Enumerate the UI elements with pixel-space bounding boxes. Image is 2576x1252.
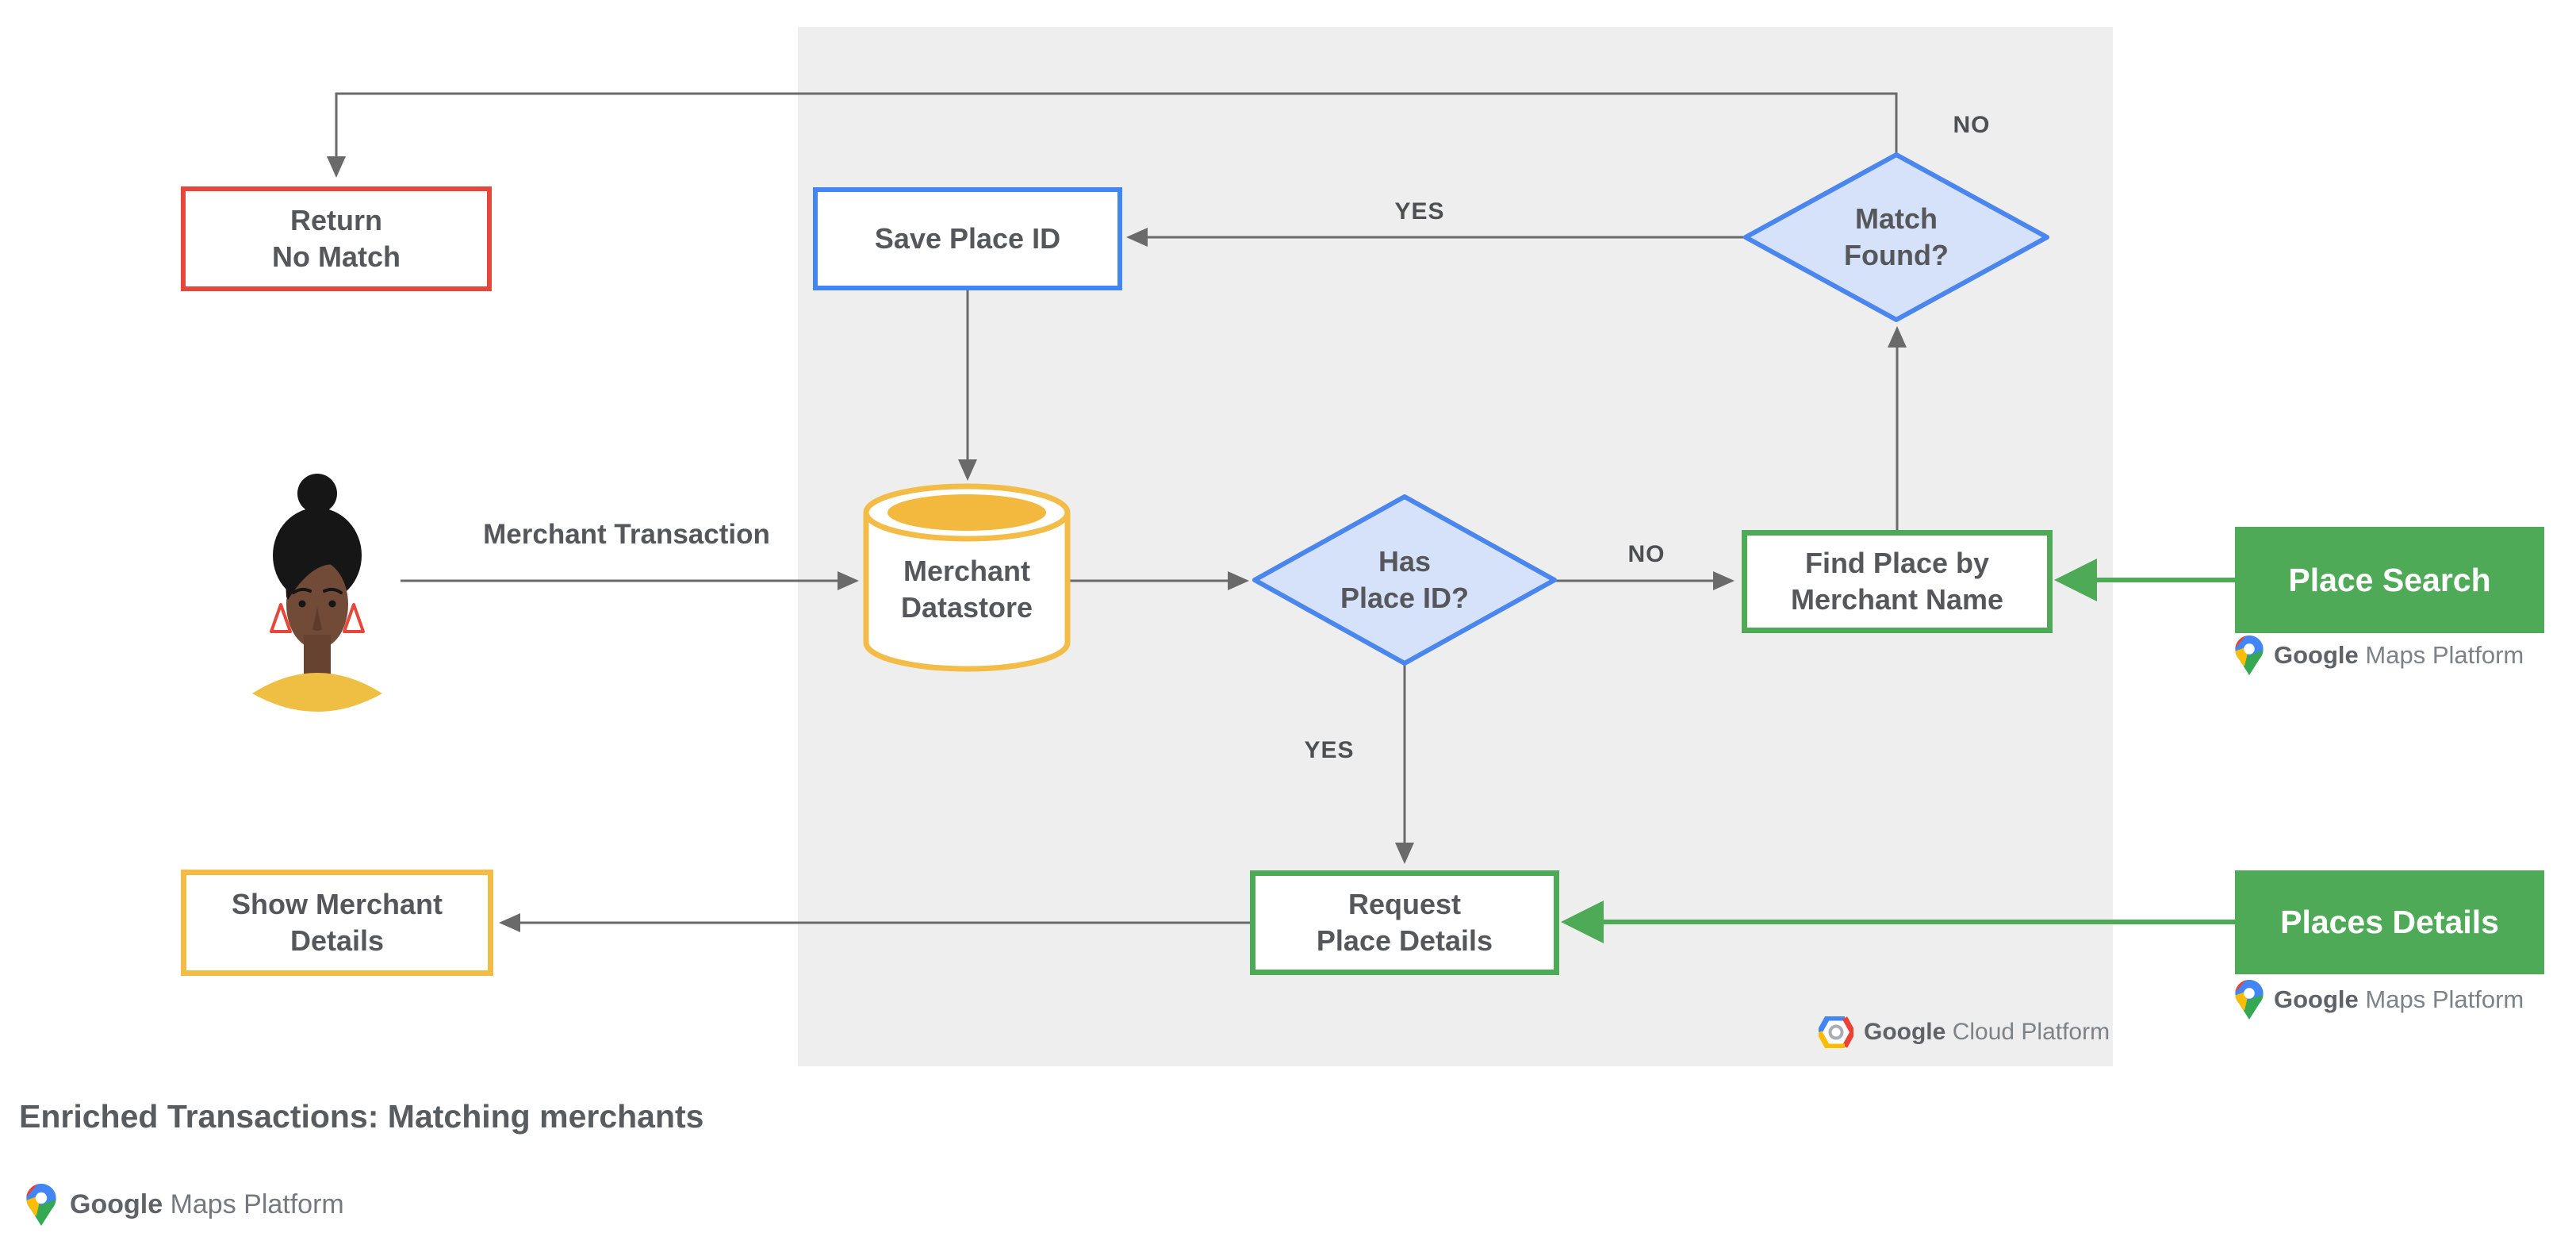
logo-product-text: Maps Platform	[2365, 641, 2524, 669]
logo-google-text: Google	[1864, 1019, 1946, 1045]
maps-platform-logo-footer: Google Maps Platform	[26, 1184, 344, 1226]
green-connectors	[1561, 559, 2235, 943]
merchant-transaction-label: Merchant Transaction	[483, 519, 770, 550]
edge-label-no-mid: NO	[1627, 541, 1666, 567]
logo-google-text: Google	[2274, 641, 2359, 669]
maps-platform-logo-place-search: Google Maps Platform	[2235, 636, 2524, 675]
edge-no-loop-to-return	[327, 92, 1898, 178]
show-merchant-details-box: Show Merchant Details	[181, 870, 493, 976]
save-place-id-box: Save Place ID	[813, 187, 1122, 290]
maps-pin-icon	[2235, 980, 2264, 1020]
edge-label-yes-top: YES	[1394, 198, 1445, 225]
maps-platform-logo-places-details: Google Maps Platform	[2235, 980, 2524, 1020]
edge-label-yes-mid: YES	[1304, 737, 1355, 763]
edge-label-no-top: NO	[1953, 112, 1991, 138]
logo-product-text: Cloud Platform	[1952, 1019, 2110, 1045]
place-search-api-box: Place Search	[2235, 527, 2544, 633]
cloud-hexagon-icon	[1819, 1016, 1853, 1048]
merchant-datastore-cylinder	[863, 483, 1071, 672]
maps-pin-icon	[2235, 636, 2264, 675]
match-found-diamond	[1743, 152, 2049, 322]
places-details-api-box: Places Details	[2235, 870, 2544, 974]
logo-google-text: Google	[70, 1189, 163, 1219]
maps-pin-icon	[26, 1184, 56, 1226]
return-no-match-box: Return No Match	[181, 186, 492, 291]
find-place-by-merchant-name-box: Find Place by Merchant Name	[1742, 530, 2053, 633]
logo-product-text: Maps Platform	[2365, 985, 2524, 1013]
request-place-details-box: Request Place Details	[1250, 870, 1559, 975]
gray-connectors	[327, 92, 1907, 932]
logo-google-text: Google	[2274, 985, 2359, 1013]
diagram-title: Enriched Transactions: Matching merchant…	[19, 1098, 704, 1135]
logo-product-text: Maps Platform	[170, 1189, 344, 1219]
customer-avatar	[252, 474, 382, 712]
has-place-id-diamond	[1252, 494, 1557, 666]
cloud-platform-logo: Google Cloud Platform	[1819, 1014, 2110, 1050]
